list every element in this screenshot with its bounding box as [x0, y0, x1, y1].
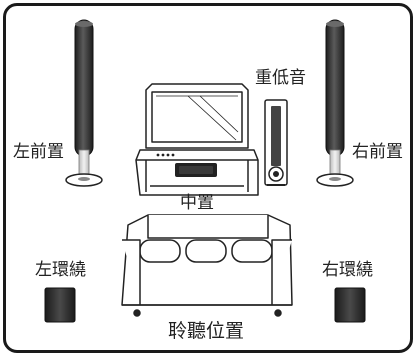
listening-position-label: 聆聽位置: [168, 320, 245, 342]
left-front-speaker-icon: [65, 19, 103, 187]
right-front-speaker-icon: [316, 19, 354, 187]
right-front-label: 右前置: [352, 142, 403, 162]
left-surround-label: 左環繞: [35, 260, 86, 280]
right-surround-label: 右環繞: [322, 260, 373, 280]
center-label: 中置: [180, 193, 214, 213]
subwoofer-icon: [264, 99, 288, 186]
left-surround-speaker-icon: [44, 287, 76, 323]
left-front-label: 左前置: [13, 142, 64, 162]
sofa-icon: [121, 214, 293, 317]
right-surround-speaker-icon: [334, 287, 366, 323]
center-speaker-icon: [156, 153, 217, 177]
tv-icon: [135, 83, 259, 196]
subwoofer-label: 重低音: [255, 68, 306, 88]
